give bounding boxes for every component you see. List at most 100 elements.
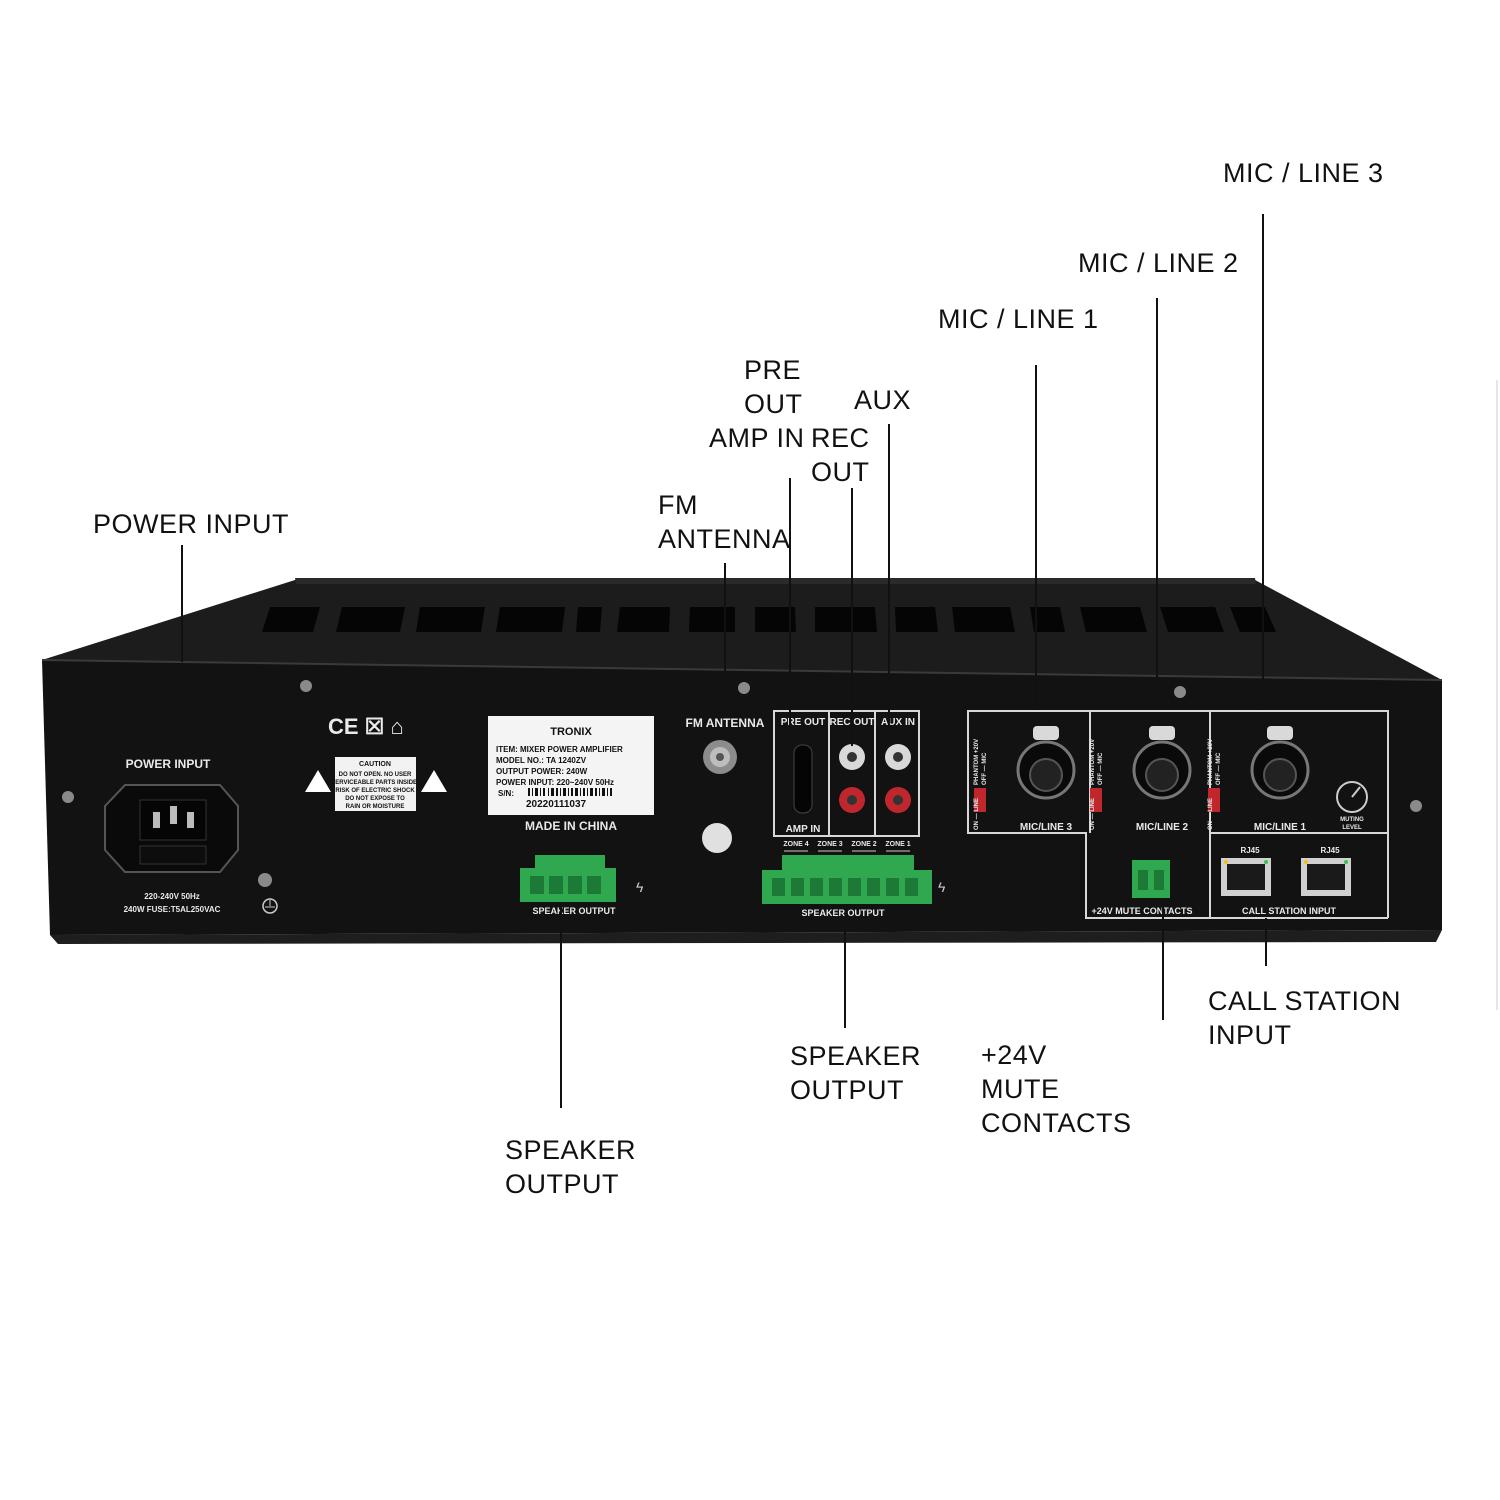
- leader-line-fm-antenna: [724, 563, 726, 703]
- xlr-latch: [1033, 726, 1059, 740]
- zone-label: ZONE 4: [783, 841, 808, 848]
- panel-speaker-output-left: SPEAKER OUTPUT: [532, 906, 616, 916]
- callout-mic-line-3: MIC / LINE 3: [1223, 158, 1384, 188]
- muting-level-label-2: LEVEL: [1342, 825, 1362, 831]
- off-mic-label: OFF — MIC: [982, 752, 988, 785]
- terminal-slot: [905, 878, 918, 896]
- pre-amp-jumper: [793, 744, 813, 814]
- warning-icon: [421, 770, 447, 792]
- leader-line-mic-line-3: [1262, 214, 1264, 710]
- label-power-input: POWER INPUT: 220~240V 50Hz: [496, 778, 614, 787]
- caution-label: [335, 757, 416, 811]
- label-serial: 20220111037: [526, 799, 587, 810]
- callout-mic-line-2: MIC / LINE 2: [1078, 248, 1239, 278]
- ground-icon: [262, 898, 278, 914]
- callout-amp-in: AMP IN: [709, 423, 805, 453]
- callout-speaker-output-mid: SPEAKER OUTPUT: [790, 1041, 922, 1105]
- amplifier-back-face: [42, 660, 1442, 935]
- callout-call-station-input: CALL STATION INPUT: [1208, 986, 1402, 1050]
- panel-mic2: MIC/LINE 2: [1136, 822, 1189, 833]
- caution-line: RISK OF ELECTRIC SHOCK: [335, 788, 415, 794]
- panel-mute-contacts: +24V MUTE CONTACTS: [1091, 906, 1192, 916]
- leader-line-pre-out-amp-in: [789, 478, 791, 748]
- lightning-icon: ϟ: [636, 879, 644, 895]
- leader-line-speaker-output-left: [560, 904, 562, 1108]
- caution-line: DO NOT EXPOSE TO: [345, 796, 405, 802]
- panel-call-station-input: CALL STATION INPUT: [1242, 906, 1336, 916]
- brand-name: TRONIX: [550, 726, 592, 738]
- caution-line: SERVICEABLE PARTS INSIDE.: [331, 780, 419, 786]
- leader-line-aux: [888, 424, 890, 744]
- leader-line-speaker-output-mid: [844, 918, 846, 1028]
- terminal-slot: [848, 878, 861, 896]
- rca-jacks: [839, 744, 911, 813]
- amplifier-bottom-edge: [50, 930, 1442, 944]
- callout-power-input: POWER INPUT: [93, 509, 290, 539]
- warning-icon: [305, 770, 331, 792]
- zone-label: ZONE 3: [817, 841, 842, 848]
- callout-pre-out: PRE OUT: [744, 355, 803, 419]
- panel-pre-out: PRE OUT: [781, 717, 825, 728]
- terminal-slot: [791, 878, 804, 896]
- certification-marks: CE ☒ ⌂: [328, 714, 404, 739]
- lightning-icon: ϟ: [938, 879, 946, 895]
- zone-terminal-slots: [772, 878, 918, 896]
- panel-amp-in: AMP IN: [786, 824, 821, 835]
- zone-label: ZONE 1: [885, 841, 910, 848]
- label-output-power: OUTPUT POWER: 240W: [496, 767, 588, 776]
- caution-line: RAIN OR MOISTURE: [346, 804, 405, 810]
- callout-mute-contacts: +24V MUTE CONTACTS: [981, 1040, 1132, 1138]
- leader-line-mute-contacts: [1162, 900, 1164, 1020]
- terminal-slot: [886, 878, 899, 896]
- terminal-slot: [867, 878, 880, 896]
- phantom-dip-switch: [1208, 788, 1220, 812]
- label-model: MODEL NO.: TA 1240ZV: [496, 756, 587, 765]
- phantom-label: PHANTOM +20V: [1208, 739, 1214, 785]
- panel-rj45-b: RJ45: [1320, 846, 1340, 855]
- panel-aux-in: AUX IN: [881, 717, 915, 728]
- off-mic-label: OFF — MIC: [1098, 752, 1104, 785]
- screws: [62, 680, 1422, 887]
- muting-level-label: MUTING: [1340, 817, 1364, 823]
- panel-speaker-output-zones: SPEAKER OUTPUT: [801, 908, 885, 918]
- callout-fm-antenna: FM ANTENNA: [658, 490, 791, 554]
- phantom-dip-switch: [1090, 788, 1102, 812]
- label-item: ITEM: MIXER POWER AMPLIFIER: [496, 745, 623, 754]
- phantom-dip-switch: [974, 788, 986, 812]
- panel-mic1: MIC/LINE 1: [1254, 822, 1307, 833]
- panel-power-rating-2: 240W FUSE:T5AL250VAC: [124, 905, 221, 914]
- off-mic-label: OFF — MIC: [1216, 752, 1222, 785]
- mute-contacts-terminal: [1132, 860, 1170, 898]
- product-label: [488, 716, 654, 815]
- barcode: [528, 788, 612, 796]
- leader-line-call-station: [1265, 918, 1267, 966]
- leader-line-power-input: [181, 545, 183, 662]
- leader-line-mic-line-2: [1156, 298, 1158, 708]
- xlr-latch: [1149, 726, 1175, 740]
- callout-mic-line-1: MIC / LINE 1: [938, 304, 1099, 334]
- on-line-label: ON — LINE: [1208, 798, 1214, 830]
- terminal-slot: [810, 878, 823, 896]
- amplifier-top-edge: [295, 578, 1256, 584]
- leader-line-mic-line-1: [1035, 365, 1037, 710]
- speaker-terminal-left: [520, 855, 616, 902]
- rca-input-block: [773, 710, 920, 837]
- panel-rj45-a: RJ45: [1240, 846, 1260, 855]
- approval-sticker: [702, 823, 732, 853]
- on-line-label: ON — LINE: [974, 798, 980, 830]
- caution-title: CAUTION: [359, 761, 391, 768]
- jack-inner: [1029, 758, 1063, 792]
- callout-rec-out: REC OUT: [811, 423, 870, 487]
- label-sn: S/N:: [498, 789, 514, 798]
- terminal-slot: [829, 878, 842, 896]
- muting-level-knob: [1336, 781, 1368, 813]
- caution-line: DO NOT OPEN. NO USER: [339, 772, 412, 778]
- terminal-slot: [772, 878, 785, 896]
- leader-line-rec-out: [851, 488, 853, 746]
- phantom-label: PHANTOM +20V: [1090, 739, 1096, 785]
- callout-aux: AUX: [854, 385, 912, 415]
